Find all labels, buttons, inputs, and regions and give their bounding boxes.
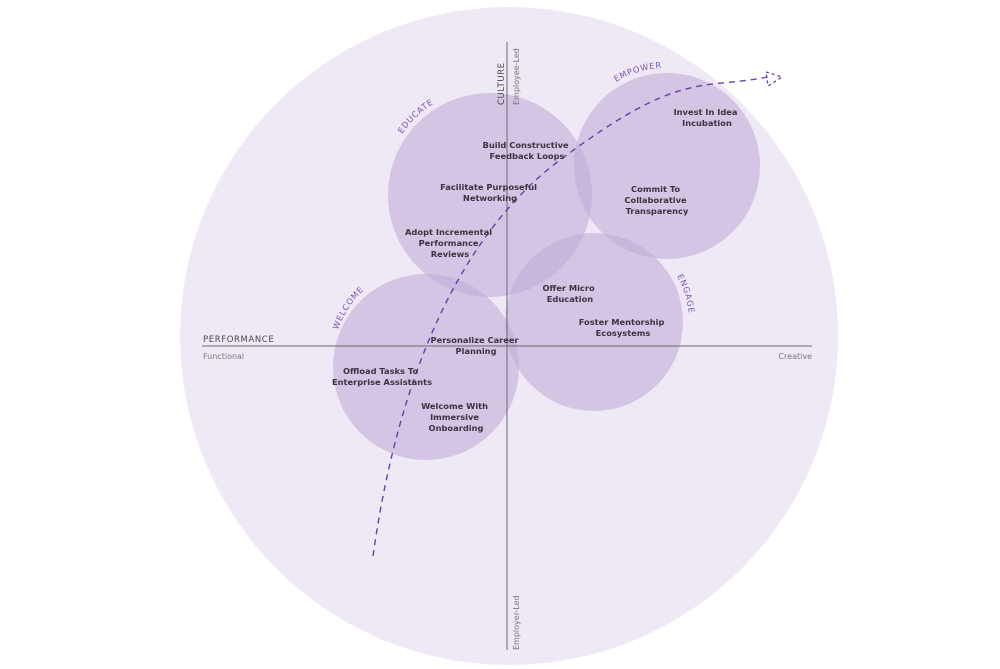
item-invest-idea-incubation: Invest In Idea Incubation	[674, 107, 741, 128]
creative-label: Creative	[778, 352, 812, 361]
item-welcome-immersive-onboarding: Welcome With Immersive Onboarding	[421, 401, 491, 433]
item-offload-tasks: Offload Tasks To Enterprise Assistants	[332, 366, 432, 387]
stage-circle-engage	[505, 233, 683, 411]
employer-led-label: Employer-Led	[512, 595, 521, 650]
item-adopt-incremental-reviews: Adopt Incremental Performance Reviews	[405, 227, 495, 259]
stage-circle-empower	[574, 73, 760, 259]
item-offer-micro-education: Offer Micro Education	[542, 283, 597, 304]
item-foster-mentorship: Foster Mentorship Ecosystems	[579, 317, 668, 338]
culture-axis-title: CULTURE	[497, 62, 507, 105]
item-personalize-career-planning: Personalize Career Planning	[431, 335, 522, 356]
employee-led-label: Employee-Led	[512, 48, 521, 105]
performance-axis-title: PERFORMANCE	[203, 335, 274, 345]
stage-circle-educate	[388, 93, 592, 297]
functional-label: Functional	[203, 352, 244, 361]
journey-path-arrow	[372, 76, 769, 557]
stage-circle-welcome	[333, 274, 519, 460]
stage-circles	[333, 73, 760, 460]
item-facilitate-networking: Facilitate Purposeful Networking	[440, 182, 540, 203]
item-labels: Personalize Career Planning Offload Task…	[332, 107, 741, 433]
item-commit-collaborative-transparency: Commit To Collaborative Transparency	[624, 184, 689, 216]
item-build-constructive-feedback: Build Constructive Feedback Loops	[483, 140, 572, 161]
arrowhead-icon	[765, 71, 784, 88]
